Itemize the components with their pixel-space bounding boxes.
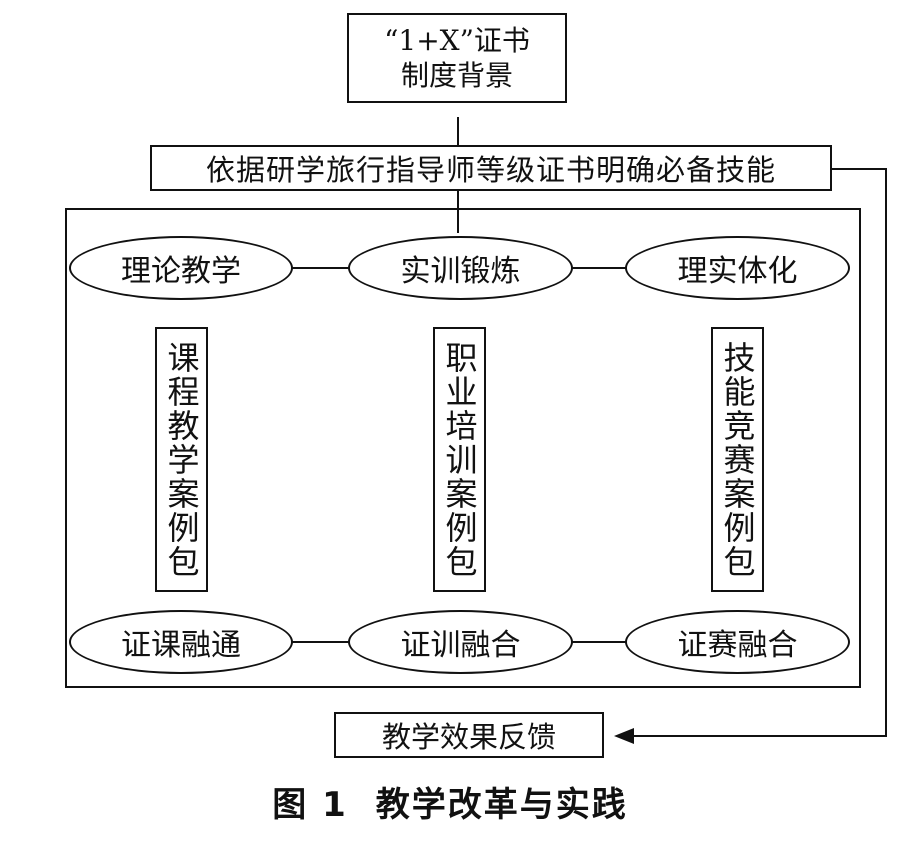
top-ellipse-training-label: 实训锻炼 <box>400 254 521 289</box>
bottom-ellipse-competition: 证赛融合 <box>625 610 850 674</box>
top-ellipse-theory-label: 理论教学 <box>121 254 241 289</box>
case-package-course: 课程教学案例包 <box>155 327 208 592</box>
case-package-vocational-label: 职业培训案例包 <box>440 340 479 579</box>
case-package-competition: 技能竞赛案例包 <box>711 327 764 592</box>
top-ellipse-training: 实训锻炼 <box>348 236 573 300</box>
figure-caption: 图 1 教学改革与实践 <box>0 777 900 826</box>
bottom-ellipse-competition-label: 证赛融合 <box>677 628 798 663</box>
bottom-ellipse-training-label: 证训融合 <box>400 628 521 663</box>
bottom-ellipse-course-label: 证课融通 <box>121 628 241 663</box>
bottom-ellipse-training: 证训融合 <box>348 610 573 674</box>
required-skills-label: 依据研学旅行指导师等级证书明确必备技能 <box>205 153 776 187</box>
top-ellipse-integration-label: 理实体化 <box>677 254 798 289</box>
teaching-feedback-box: 教学效果反馈 <box>334 712 604 758</box>
case-package-competition-label: 技能竞赛案例包 <box>718 340 757 579</box>
certificate-background-box: “1+X”证书 制度背景 <box>347 13 567 103</box>
top-ellipse-integration: 理实体化 <box>625 236 850 300</box>
top-ellipse-theory: 理论教学 <box>69 236 293 300</box>
case-package-vocational: 职业培训案例包 <box>433 327 486 592</box>
certificate-background-line1: “1+X”证书 <box>384 24 530 57</box>
case-package-course-label: 课程教学案例包 <box>162 340 201 579</box>
certificate-background-line2: 制度背景 <box>400 59 513 92</box>
teaching-feedback-label: 教学效果反馈 <box>381 720 556 754</box>
bottom-ellipse-course: 证课融通 <box>69 610 293 674</box>
figure-title: 教学改革与实践 <box>375 785 628 825</box>
figure-number: 图 1 <box>272 785 348 825</box>
practice-frame <box>65 208 861 688</box>
required-skills-box: 依据研学旅行指导师等级证书明确必备技能 <box>150 145 832 191</box>
